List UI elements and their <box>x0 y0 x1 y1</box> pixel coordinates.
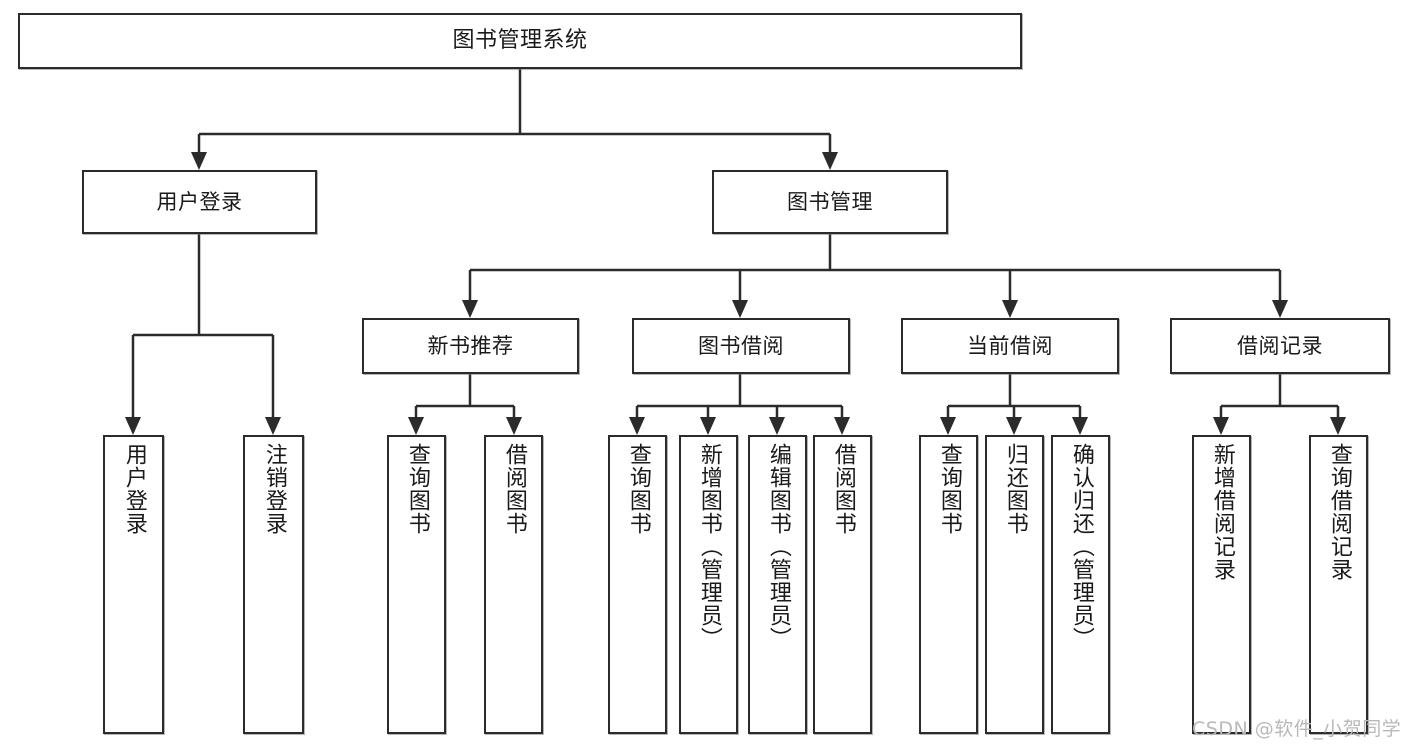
node-book-manage[interactable]: 图书管理 <box>712 170 948 234</box>
node-book-manage-label: 图书管理 <box>787 189 873 214</box>
arrowhead-icon <box>1006 417 1022 435</box>
arrowhead-icon <box>822 152 838 170</box>
node-borrow-record-label: 借阅记录 <box>1237 333 1323 358</box>
node-leaf-add-book-label: 新增图书（管理员） <box>696 443 722 650</box>
node-leaf-add-record-label: 新增借阅记录 <box>1209 443 1235 581</box>
arrowhead-icon <box>462 300 478 318</box>
arrowhead-icon <box>125 417 141 435</box>
node-user-login[interactable]: 用户登录 <box>82 170 317 234</box>
node-leaf-return-book[interactable]: 归还图书 <box>985 435 1044 734</box>
arrowhead-icon <box>700 417 716 435</box>
node-current-borrow[interactable]: 当前借阅 <box>901 318 1119 374</box>
arrowhead-icon <box>629 417 645 435</box>
node-leaf-query-book-rec[interactable]: 查询图书 <box>387 435 446 734</box>
node-new-book-recommend-label: 新书推荐 <box>427 333 514 358</box>
node-leaf-logout[interactable]: 注销登录 <box>243 435 304 734</box>
node-leaf-confirm-return[interactable]: 确认归还（管理员） <box>1051 435 1110 734</box>
watermark: CSDN @软件_小贺同学 <box>1192 718 1402 740</box>
node-current-borrow-label: 当前借阅 <box>967 333 1053 358</box>
node-root[interactable]: 图书管理系统 <box>18 13 1022 69</box>
node-leaf-query-book-borrow-label: 查询图书 <box>625 443 651 535</box>
node-leaf-borrow-book[interactable]: 借阅图书 <box>813 435 872 734</box>
node-leaf-borrow-book-rec-label: 借阅图书 <box>501 443 527 535</box>
arrowhead-icon <box>408 417 424 435</box>
node-leaf-add-record[interactable]: 新增借阅记录 <box>1192 435 1251 734</box>
node-borrow-record[interactable]: 借阅记录 <box>1170 318 1390 374</box>
arrowhead-icon <box>732 300 748 318</box>
arrowhead-icon <box>769 417 785 435</box>
node-leaf-query-record[interactable]: 查询借阅记录 <box>1309 435 1368 734</box>
node-leaf-confirm-return-label: 确认归还（管理员） <box>1068 443 1094 650</box>
node-leaf-edit-book[interactable]: 编辑图书（管理员） <box>748 435 807 734</box>
node-root-label: 图书管理系统 <box>452 28 588 54</box>
arrowhead-icon <box>1330 417 1346 435</box>
node-book-borrow[interactable]: 图书借阅 <box>632 318 850 374</box>
arrowhead-icon <box>940 417 956 435</box>
node-leaf-user-login[interactable]: 用户登录 <box>103 435 164 734</box>
arrowhead-icon <box>265 417 281 435</box>
node-leaf-logout-label: 注销登录 <box>261 443 287 535</box>
arrowhead-icon <box>506 417 522 435</box>
arrowhead-icon <box>1072 417 1088 435</box>
node-leaf-query-record-label: 查询借阅记录 <box>1326 443 1352 581</box>
node-leaf-return-book-label: 归还图书 <box>1002 443 1028 535</box>
node-leaf-query-book-rec-label: 查询图书 <box>404 443 430 535</box>
node-leaf-borrow-book-rec[interactable]: 借阅图书 <box>484 435 543 734</box>
node-user-login-label: 用户登录 <box>156 189 243 214</box>
node-new-book-recommend[interactable]: 新书推荐 <box>362 318 579 374</box>
node-leaf-query-book-cur[interactable]: 查询图书 <box>919 435 978 734</box>
arrowhead-icon <box>1213 417 1229 435</box>
node-leaf-query-book-borrow[interactable]: 查询图书 <box>608 435 667 734</box>
node-leaf-query-book-cur-label: 查询图书 <box>936 443 962 535</box>
arrowhead-icon <box>834 417 850 435</box>
node-leaf-add-book[interactable]: 新增图书（管理员） <box>679 435 738 734</box>
arrowhead-icon <box>1272 300 1288 318</box>
node-leaf-edit-book-label: 编辑图书（管理员） <box>765 443 791 650</box>
node-leaf-user-login-label: 用户登录 <box>121 443 147 535</box>
arrowhead-icon <box>191 152 207 170</box>
arrowhead-icon <box>1002 300 1018 318</box>
node-book-borrow-label: 图书借阅 <box>698 333 784 358</box>
node-leaf-borrow-book-label: 借阅图书 <box>830 443 856 535</box>
